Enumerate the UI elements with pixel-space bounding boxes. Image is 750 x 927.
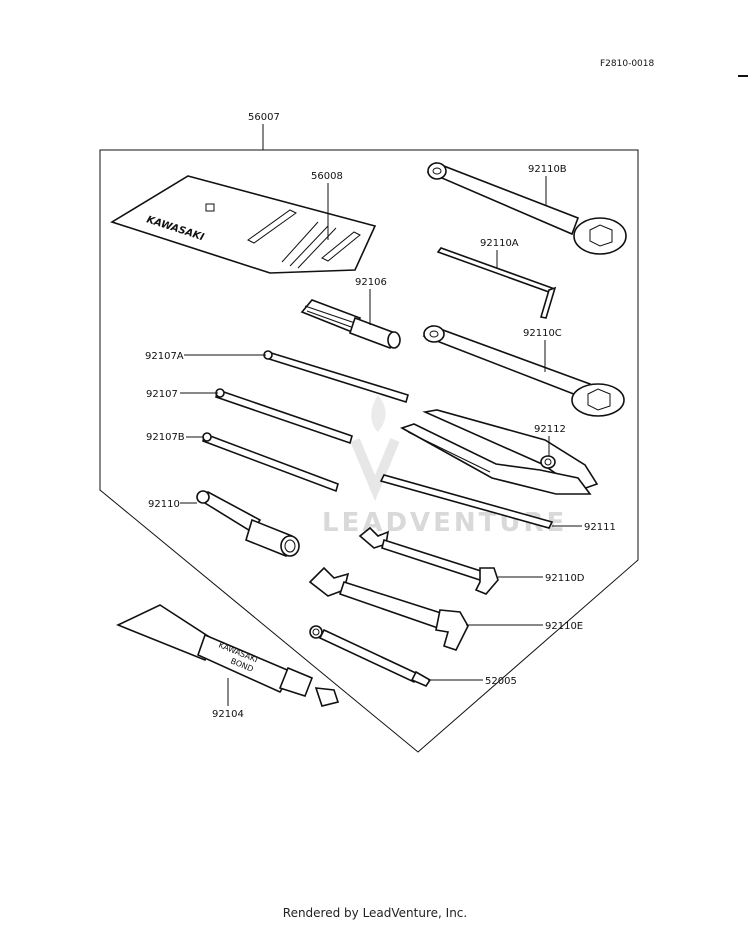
spark-plug-wrench-92110 <box>196 490 300 558</box>
callout-92110E: 92110E <box>545 621 583 632</box>
callout-92106: 92106 <box>355 277 387 288</box>
screwdriver-92107 <box>215 388 353 445</box>
callout-56008: 56008 <box>311 171 343 182</box>
box-wrench-92110C <box>422 325 625 417</box>
kit-boundary <box>99 149 639 753</box>
screwdriver-bit-52005 <box>309 625 432 687</box>
callout-92112: 92112 <box>534 424 566 435</box>
watermark-text: LEADVENTURE <box>322 508 567 538</box>
bond-tube-92104: KAWASAKI BOND <box>116 604 340 707</box>
footer-credit: Rendered by LeadVenture, Inc. <box>282 906 468 920</box>
hex-key-92110A <box>436 247 557 319</box>
callout-52005: 52005 <box>485 676 517 687</box>
diagram-ref-code: F2810-0018 <box>600 59 655 69</box>
callout-92107A: 92107A <box>145 351 184 362</box>
box-wrench-92110B <box>426 162 627 255</box>
watermark-logo <box>350 395 400 501</box>
callout-92110C: 92110C <box>523 328 562 339</box>
open-wrench-92110E <box>308 566 469 651</box>
callout-92107: 92107 <box>146 389 178 400</box>
callout-92110A: 92110A <box>480 238 519 249</box>
callout-92107B: 92107B <box>146 432 185 443</box>
callout-92110D: 92110D <box>545 573 585 584</box>
tool-pouch-56008: KAWASAKI <box>110 175 377 274</box>
callout-92104: 92104 <box>212 709 244 720</box>
callout-92110: 92110 <box>148 499 180 510</box>
callout-92110B: 92110B <box>528 164 567 175</box>
callout-92111: 92111 <box>584 522 616 533</box>
screwdriver-92107A <box>263 350 409 404</box>
screwdriver-92107B <box>202 432 339 493</box>
pliers-92112 <box>400 409 599 495</box>
open-wrench-92110D <box>358 526 499 595</box>
screwdriver-handle-92106 <box>300 299 401 350</box>
callout-56007: 56007 <box>248 112 280 123</box>
extension-bar-92111 <box>379 474 554 529</box>
